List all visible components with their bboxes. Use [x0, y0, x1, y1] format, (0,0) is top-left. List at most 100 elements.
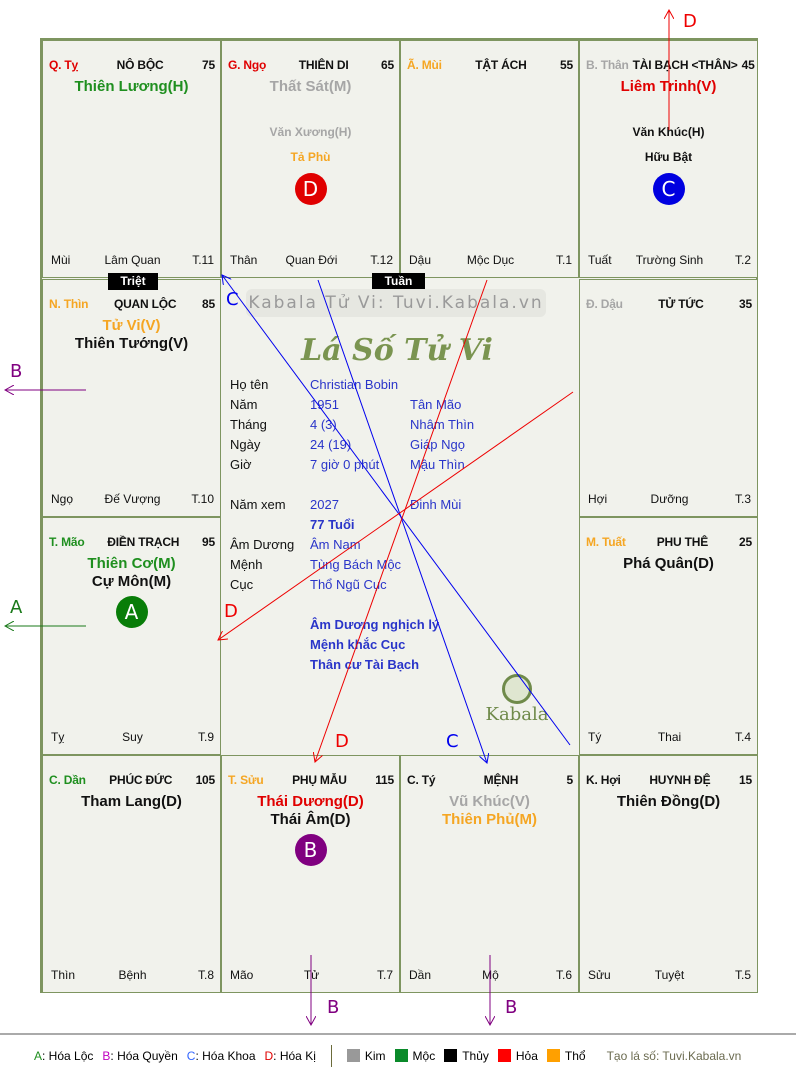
center-info-panel: Kabala Tử Vi: Tuvi.Kabala.vn Lá Số Tử Vi… [219, 277, 575, 753]
palace-name: ĐIỀN TRẠCH [107, 535, 180, 549]
info-row: 77 Tuổi [230, 515, 570, 535]
note-text: Thân cư Tài Bạch [310, 657, 420, 672]
legend-element-label: Hỏa [515, 1049, 538, 1063]
info-label: Cục [230, 577, 254, 592]
arrow-label-b: B [327, 997, 340, 1018]
palace-name: HUYNH ĐỆ [649, 773, 711, 787]
can-chi: T. Sửu [228, 773, 264, 787]
palace-header: T. Mão ĐIỀN TRẠCH 95 [46, 534, 217, 550]
kabala-logo: Kabala [481, 674, 553, 725]
arrow-label-c: C [446, 731, 459, 752]
legend-element-item: Thổ [546, 1049, 586, 1063]
dai-han-number: 85 [202, 297, 215, 311]
can-chi: Ã. Mùi [407, 58, 442, 72]
legend-element-label: Kim [364, 1049, 386, 1063]
legend-element-label: Thủy [462, 1049, 489, 1063]
palace-header: Ã. Mùi TẬT ÁCH 55 [404, 57, 575, 73]
arrow-c-2 [317, 279, 487, 763]
can-chi: K. Hợi [586, 773, 621, 787]
info-value: Thổ Ngũ Cục [310, 577, 387, 592]
info-value: 24 (19) [310, 437, 352, 452]
info-value-secondary: Giáp Ngọ [410, 437, 465, 452]
tree-icon [502, 674, 532, 704]
palace-name: PHU THÊ [656, 535, 709, 549]
month-label: T.4 [734, 730, 751, 744]
palace-header: N. Thìn QUAN LỘC 85 [46, 296, 217, 312]
info-value: Tùng Bách Mộc [310, 557, 402, 572]
dai-han-number: 105 [195, 773, 216, 787]
minor-star: Văn Khúc(H) [632, 125, 705, 139]
legend-hoa-item: A: Hóa Lộc [34, 1049, 93, 1063]
minor-star: Hữu Bật [644, 150, 693, 164]
arrow-label-b: B [505, 997, 518, 1018]
info-label: Năm xem [230, 497, 286, 512]
main-star: Thiên Đồng(D) [616, 793, 721, 810]
trang-sinh-label: Lâm Quan [104, 253, 161, 267]
palace-cell[interactable]: C. Tý MỆNH 5Vũ Khúc(V)Thiên Phủ(M)DầnMộT… [400, 755, 579, 993]
trang-sinh-label: Bệnh [118, 968, 147, 982]
branch-label: Tý [588, 730, 602, 744]
branch-label: Thìn [51, 968, 76, 982]
hoa-badge: C [652, 173, 685, 205]
arrow-c-1 [222, 275, 571, 746]
palace-name: NÔ BỘC [116, 58, 164, 72]
can-chi: Q. Tỵ [49, 58, 79, 72]
trang-sinh-label: Trường Sinh [635, 253, 704, 267]
color-swatch-icon [444, 1049, 458, 1062]
legend-hoa-label: : Hóa Quyền [110, 1049, 178, 1063]
palace-header: Q. Tỵ NÔ BỘC 75 [46, 57, 217, 73]
info-value: 2027 [310, 497, 339, 512]
legend-hoa-key: D [264, 1049, 274, 1063]
palace-name: TÀI BẠCH <THÂN> [632, 58, 738, 72]
palace-header: B. Thân TÀI BẠCH <THÂN> 45 [583, 57, 755, 73]
note-text: Mệnh khắc Cục [310, 637, 406, 652]
credit-link[interactable]: Tạo lá số: Tuvi.Kabala.vn [606, 1049, 742, 1063]
trang-sinh-label: Đế Vượng [104, 492, 161, 506]
main-star: Cự Môn(M) [91, 573, 172, 590]
palace-name: PHỤ MẪU [292, 773, 347, 787]
legend-hoa-key: C [186, 1049, 196, 1063]
month-label: T.11 [192, 253, 214, 267]
info-value-secondary: Đinh Mùi [410, 497, 462, 512]
can-chi: G. Ngọ [228, 58, 267, 72]
minor-star: Tả Phù [290, 150, 331, 164]
month-label: T.10 [191, 492, 214, 506]
palace-header: C. Tý MỆNH 5 [404, 772, 575, 788]
legend-hoa-label: : Hóa Khoa [195, 1049, 256, 1063]
arrow-label-d: D [335, 731, 349, 752]
info-row: Ngày 24 (19) Giáp Ngọ [230, 435, 570, 455]
dai-han-number: 65 [381, 58, 394, 72]
arrow-d-2 [315, 279, 488, 762]
main-star: Thiên Cơ(M) [87, 555, 176, 572]
info-label: Ngày [230, 437, 261, 452]
info-row: Cục Thổ Ngũ Cục [230, 575, 570, 595]
info-label: Mệnh [230, 557, 263, 572]
info-value-secondary: Tân Mão [410, 397, 462, 412]
color-swatch-icon [346, 1049, 360, 1062]
palace-name: TẬT ÁCH [475, 58, 527, 72]
main-star: Thiên Phủ(M) [442, 811, 537, 828]
main-star: Tham Lang(D) [81, 793, 182, 810]
dai-han-number: 15 [739, 773, 752, 787]
tuan-tag: Tuần [372, 273, 425, 290]
palace-header: M. Tuất PHU THÊ 25 [583, 534, 754, 550]
legend-element-label: Thổ [564, 1049, 586, 1063]
can-chi: N. Thìn [49, 297, 89, 311]
palace-cell[interactable]: T. Mão ĐIỀN TRẠCH 95 Thiên Cơ(M)Cự Môn(M)… [42, 517, 221, 755]
main-star: Tử Vi(V) [102, 317, 161, 334]
main-star: Thái Âm(D) [270, 811, 351, 828]
